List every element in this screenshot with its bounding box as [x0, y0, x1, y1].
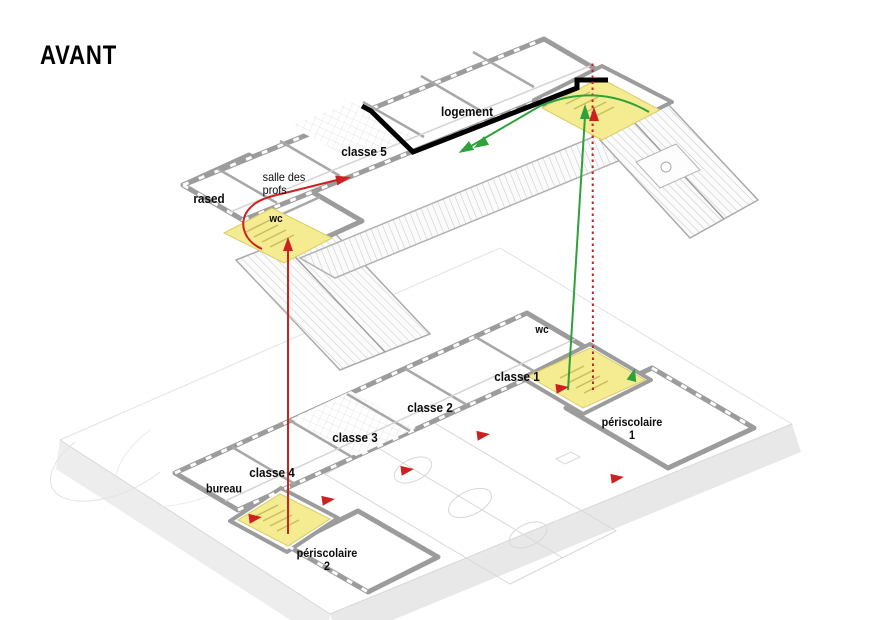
stair-upper-left [222, 207, 334, 264]
circulation-red-route [242, 59, 594, 534]
diagram-title: AVANT [40, 40, 118, 70]
stair-upper-right [540, 77, 662, 141]
upper-floor-plan [180, 36, 674, 264]
lower-corridor-line [224, 338, 576, 502]
roof-right-wing [598, 103, 760, 239]
lower-floor-plan [172, 310, 757, 595]
green-corridor-arrow [465, 94, 650, 150]
logement-separation-line [360, 77, 608, 155]
green-vertical-link [567, 115, 586, 391]
circulation-green-route [465, 94, 650, 391]
red-corridor-arrow [242, 178, 342, 250]
stair-lower-left [236, 493, 332, 547]
entrance-markers-red [248, 383, 624, 524]
red-arrowheads [283, 107, 599, 251]
upper-corridor-line [229, 65, 591, 213]
red-dotted-link-right [591, 59, 594, 391]
playground-court [323, 420, 618, 585]
entrance-marker-green [626, 368, 637, 383]
gable-oculus [660, 161, 672, 173]
green-arrowheads [458, 104, 590, 153]
